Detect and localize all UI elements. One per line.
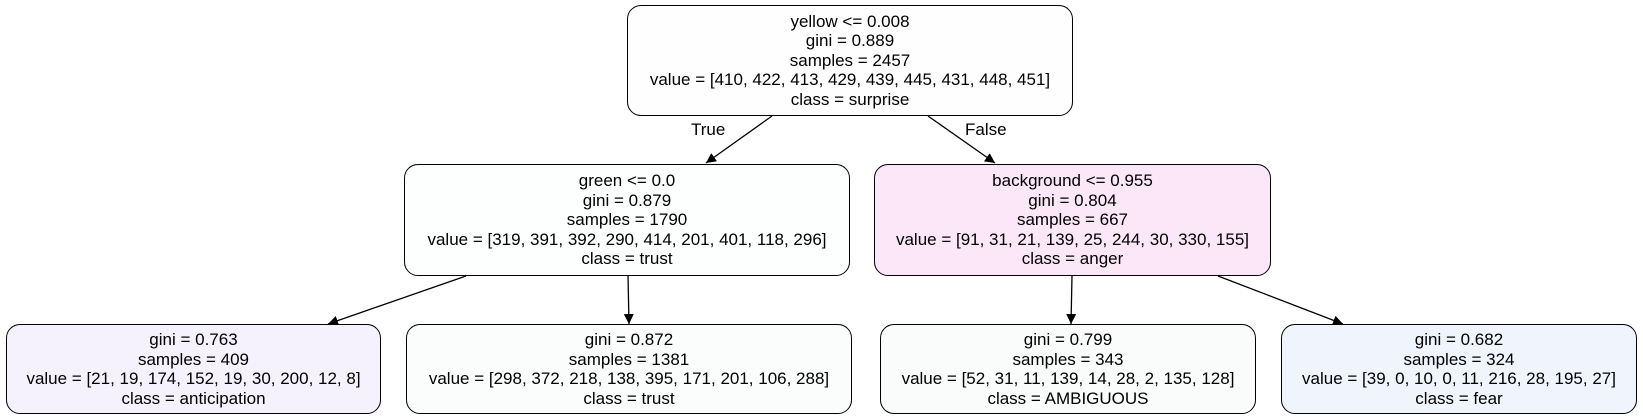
leaf-node-ambiguous: gini = 0.799 samples = 343 value = [52, … [880, 324, 1256, 414]
edge-label-false: False [965, 120, 1007, 139]
node-samples: samples = 1790 [566, 210, 688, 230]
node-split: green <= 0.0 [578, 171, 676, 191]
node-value: value = [319, 391, 392, 290, 414, 201, 4… [427, 229, 827, 249]
node-value: value = [52, 31, 11, 139, 14, 28, 2, 135… [901, 369, 1235, 388]
node-samples: samples = 2457 [789, 50, 911, 70]
split-node-background: background <= 0.955 gini = 0.804 samples… [874, 164, 1271, 276]
edge-root-right [927, 115, 996, 164]
root-node: yellow <= 0.008 gini = 0.889 samples = 2… [627, 5, 1073, 116]
node-samples: samples = 667 [1016, 210, 1129, 230]
node-class: class = trust [583, 388, 675, 408]
node-gini: gini = 0.872 [584, 330, 674, 349]
node-class: class = AMBIGUOUS [987, 388, 1149, 408]
split-node-green: green <= 0.0 gini = 0.879 samples = 1790… [404, 164, 850, 276]
node-gini: gini = 0.804 [1028, 190, 1117, 210]
node-class: class = anger [1021, 249, 1124, 269]
node-samples: samples = 343 [1012, 349, 1124, 369]
node-value: value = [21, 19, 174, 152, 19, 30, 200, … [26, 369, 361, 388]
node-samples: samples = 1381 [568, 349, 690, 369]
edge-right-leaf4 [1217, 275, 1344, 326]
edge-label-true: True [691, 120, 726, 139]
leaf-node-fear: gini = 0.682 samples = 324 value = [39, … [1281, 324, 1637, 414]
edge-left-leaf1 [327, 275, 467, 326]
node-split: yellow <= 0.008 [790, 11, 910, 31]
node-class: class = surprise [790, 89, 910, 109]
node-gini: gini = 0.889 [805, 31, 895, 51]
node-split: background <= 0.955 [992, 171, 1153, 191]
node-gini: gini = 0.763 [149, 330, 238, 349]
node-value: value = [410, 422, 413, 429, 439, 445, 4… [649, 70, 1051, 90]
node-class: class = fear [1415, 388, 1503, 408]
node-class: class = trust [581, 249, 673, 269]
leaf-node-trust: gini = 0.872 samples = 1381 value = [298… [406, 324, 852, 414]
edge-root-left [705, 115, 773, 164]
node-samples: samples = 409 [137, 349, 250, 369]
node-gini: gini = 0.879 [582, 190, 672, 210]
node-gini: gini = 0.799 [1023, 330, 1113, 349]
node-value: value = [91, 31, 21, 139, 25, 244, 30, 3… [895, 229, 1250, 249]
node-value: value = [39, 0, 10, 0, 11, 216, 28, 195,… [1302, 369, 1616, 388]
node-samples: samples = 324 [1403, 349, 1515, 369]
node-class: class = anticipation [121, 388, 266, 408]
leaf-node-anticipation: gini = 0.763 samples = 409 value = [21, … [6, 324, 381, 414]
node-gini: gini = 0.682 [1414, 330, 1504, 349]
edge-left-leaf2 [623, 275, 634, 325]
edge-right-leaf3 [1066, 275, 1077, 325]
node-value: value = [298, 372, 218, 138, 395, 171, 2… [428, 369, 830, 388]
